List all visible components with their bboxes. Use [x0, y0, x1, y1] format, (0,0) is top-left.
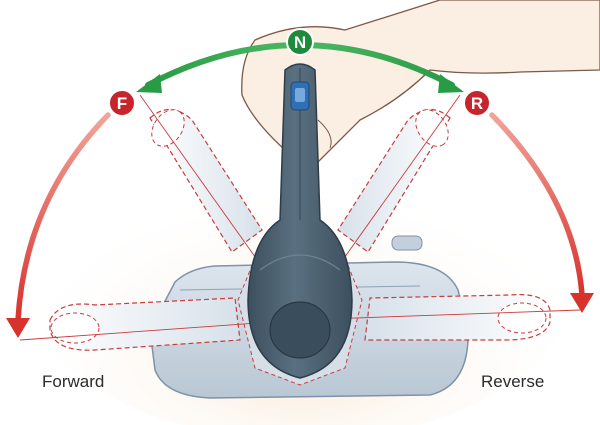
forward-travel-arrow	[6, 112, 111, 338]
reverse-label: Reverse	[481, 372, 545, 391]
forward-label: Forward	[42, 372, 105, 391]
ghost-lever-forward-upper	[149, 108, 263, 253]
forward-badge-letter: F	[117, 94, 127, 113]
ghost-lever-reverse-upper	[337, 108, 451, 253]
reverse-badge: R	[463, 89, 491, 117]
neutral-badge: N	[286, 28, 314, 56]
forward-badge: F	[108, 89, 136, 117]
neutral-badge-circle	[286, 28, 314, 56]
lever-pivot-knob	[269, 301, 331, 359]
neutral-badge-letter: N	[294, 33, 306, 52]
shift-lever-icon	[247, 63, 353, 379]
reverse-badge-circle	[463, 89, 491, 117]
forward-badge-circle	[108, 89, 136, 117]
reverse-travel-arrow	[489, 112, 594, 313]
reverse-badge-letter: R	[471, 94, 483, 113]
ghost-lever-reverse-lower	[364, 293, 551, 341]
